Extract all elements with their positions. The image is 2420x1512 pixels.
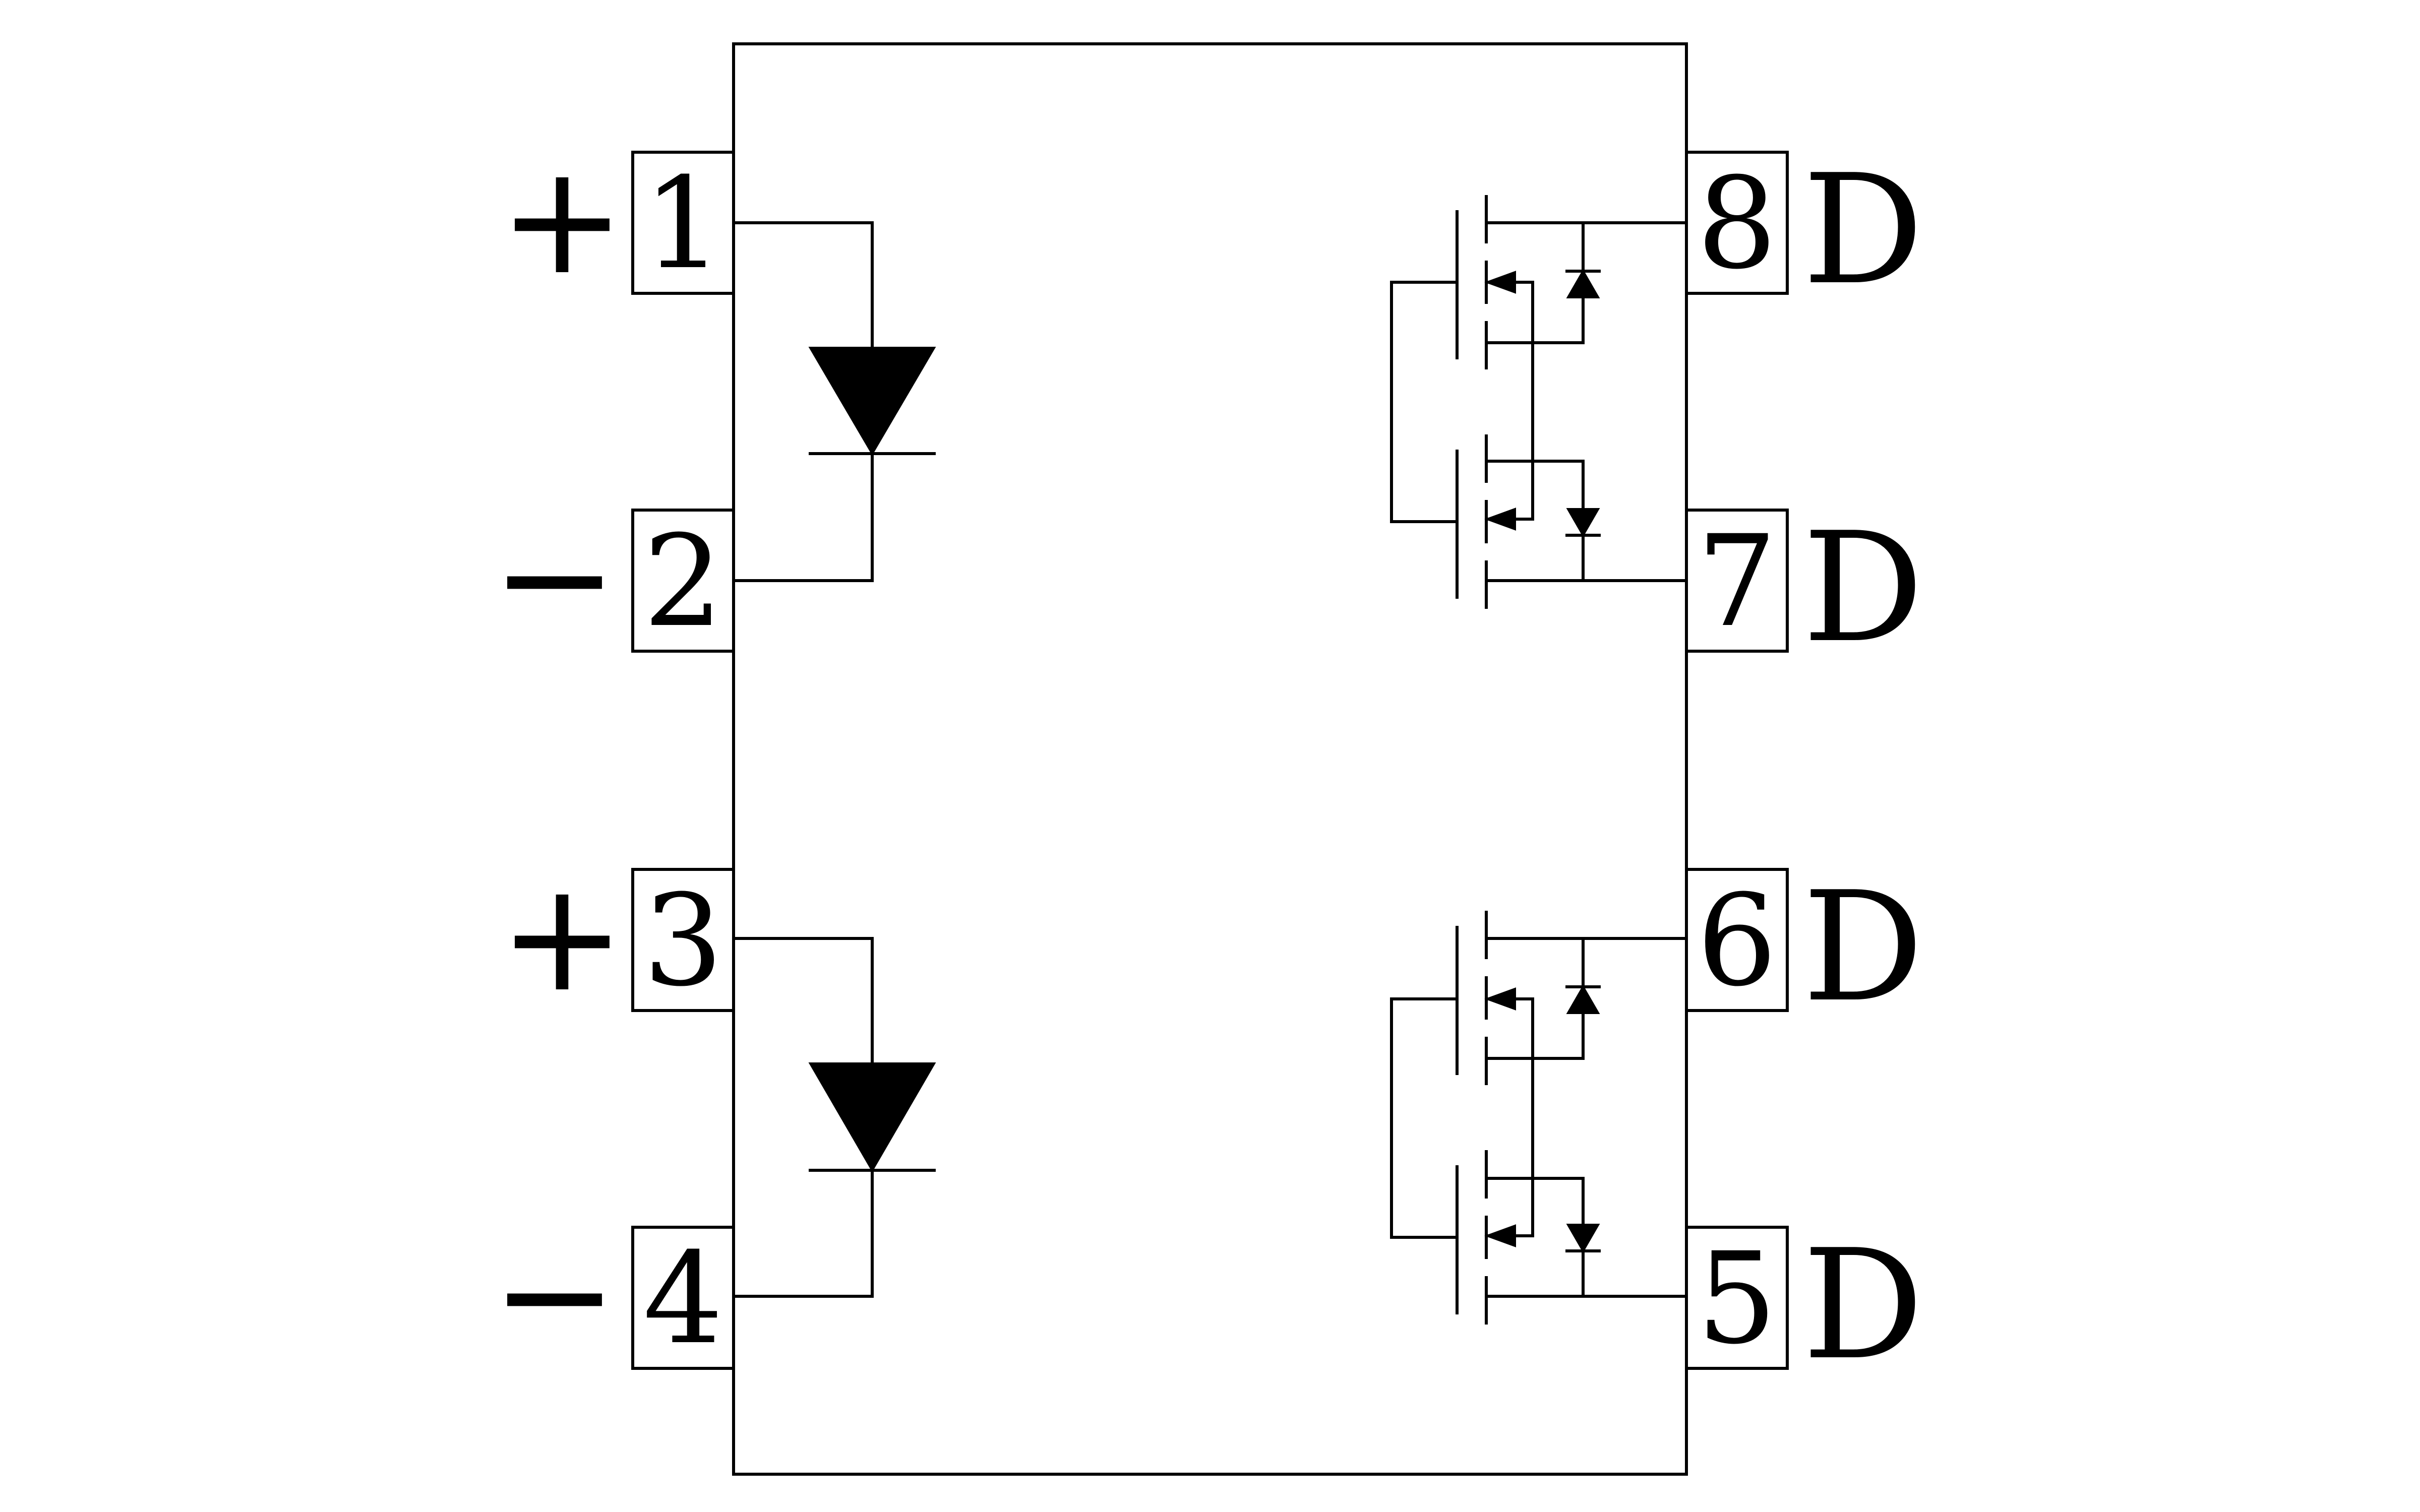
pin-box-8 <box>1685 151 1789 295</box>
pin-number-5: 5 <box>1697 1225 1777 1372</box>
pin-number-3: 3 <box>643 867 723 1014</box>
pin-number-7: 7 <box>1697 508 1777 655</box>
pin-1-polarity-label: + <box>499 132 625 308</box>
pin-box-3 <box>631 868 735 1012</box>
pin-number-6: 6 <box>1697 867 1777 1014</box>
pin-6-label: D <box>1802 859 1924 1035</box>
pin-box-2 <box>631 509 735 653</box>
led-1 <box>732 221 936 582</box>
ic-body <box>732 42 1688 1476</box>
pin-number-8: 8 <box>1697 150 1777 297</box>
pin-number-4: 4 <box>643 1225 723 1372</box>
led-2 <box>732 937 936 1298</box>
pin-number-2: 2 <box>643 508 723 655</box>
pin-4-polarity-label: − <box>491 1207 618 1383</box>
pin-number-1: 1 <box>643 150 723 297</box>
mosfet-pair-1 <box>1390 195 1688 609</box>
pin-2-polarity-label: − <box>491 490 618 666</box>
mosfet-pair-2 <box>1390 911 1688 1325</box>
pin-8-label: D <box>1802 142 1924 318</box>
pin-3-polarity-label: + <box>499 849 625 1025</box>
pin-7-label: D <box>1802 500 1924 676</box>
pin-box-1 <box>631 151 735 295</box>
pin-5-label: D <box>1802 1217 1924 1393</box>
pin-box-6 <box>1685 868 1789 1012</box>
